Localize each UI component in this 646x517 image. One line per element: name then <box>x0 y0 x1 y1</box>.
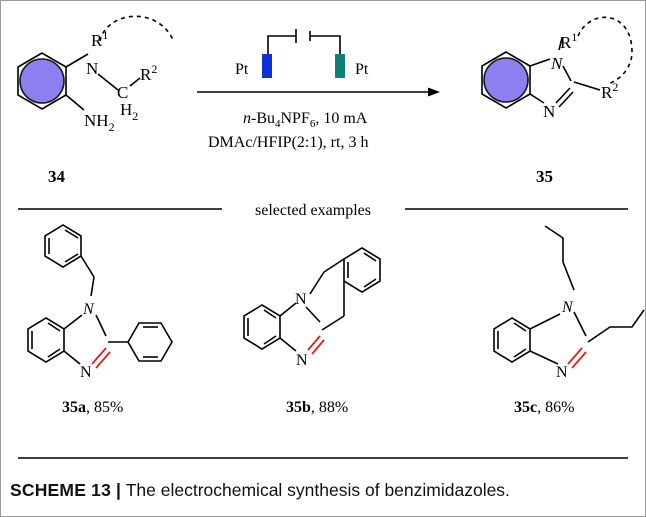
reaction-arrow <box>197 87 440 97</box>
reactant-r2: R2 <box>140 62 157 84</box>
product-35 <box>481 16 633 109</box>
electrolysis-circuit <box>267 29 341 54</box>
reactant-h2: H2 <box>120 100 138 123</box>
reactant-34 <box>17 15 175 111</box>
reactant-c: C <box>117 83 128 102</box>
example-35c-caption: 35c, 86% <box>514 399 574 416</box>
product-aromatic-circle <box>483 57 529 103</box>
product-n1: N <box>550 54 564 73</box>
product-r1: R1 <box>560 30 577 52</box>
reactant-n: N <box>86 59 98 78</box>
scheme-caption: SCHEME 13 | The electrochemical synthesi… <box>10 480 640 501</box>
conditions-line-1: n-Bu4NPF6, 10 mA <box>243 110 368 130</box>
example-35c-n3: N <box>556 364 568 381</box>
reactant-aromatic-circle <box>19 58 65 104</box>
reactant-r1: R1 <box>91 28 108 50</box>
example-35a-n3: N <box>80 364 92 381</box>
product-n3: N <box>543 102 555 121</box>
caption-label: SCHEME 13 | <box>10 480 122 500</box>
product-dashed-tether <box>577 16 633 85</box>
example-35a-n1: N <box>82 301 95 318</box>
anode-electrode <box>262 54 272 78</box>
example-35b-caption: 35b, 88% <box>286 399 348 416</box>
example-35a-structure <box>27 224 173 369</box>
cathode-electrode <box>335 54 345 78</box>
caption-text: The electrochemical synthesis of benzimi… <box>121 480 510 500</box>
product-r2: R2 <box>601 80 618 102</box>
product-number: 35 <box>536 167 553 186</box>
example-35c-structure <box>493 225 645 369</box>
example-35b-structure <box>243 247 381 355</box>
example-35b-n1: N <box>295 291 307 308</box>
conditions-line-2: DMAc/HFIP(2:1), rt, 3 h <box>208 134 368 151</box>
reactant-nh2: NH2 <box>84 111 115 134</box>
example-35a-caption: 35a, 85% <box>62 399 123 416</box>
reactant-number: 34 <box>48 167 66 186</box>
reactant-dashed-tether <box>99 15 175 43</box>
example-35b-n3: N <box>296 352 308 369</box>
divider-label: selected examples <box>255 202 371 219</box>
electrode-right-label: Pt <box>355 61 369 78</box>
electrode-left-label: Pt <box>235 61 249 78</box>
example-35c-n1: N <box>561 299 574 316</box>
